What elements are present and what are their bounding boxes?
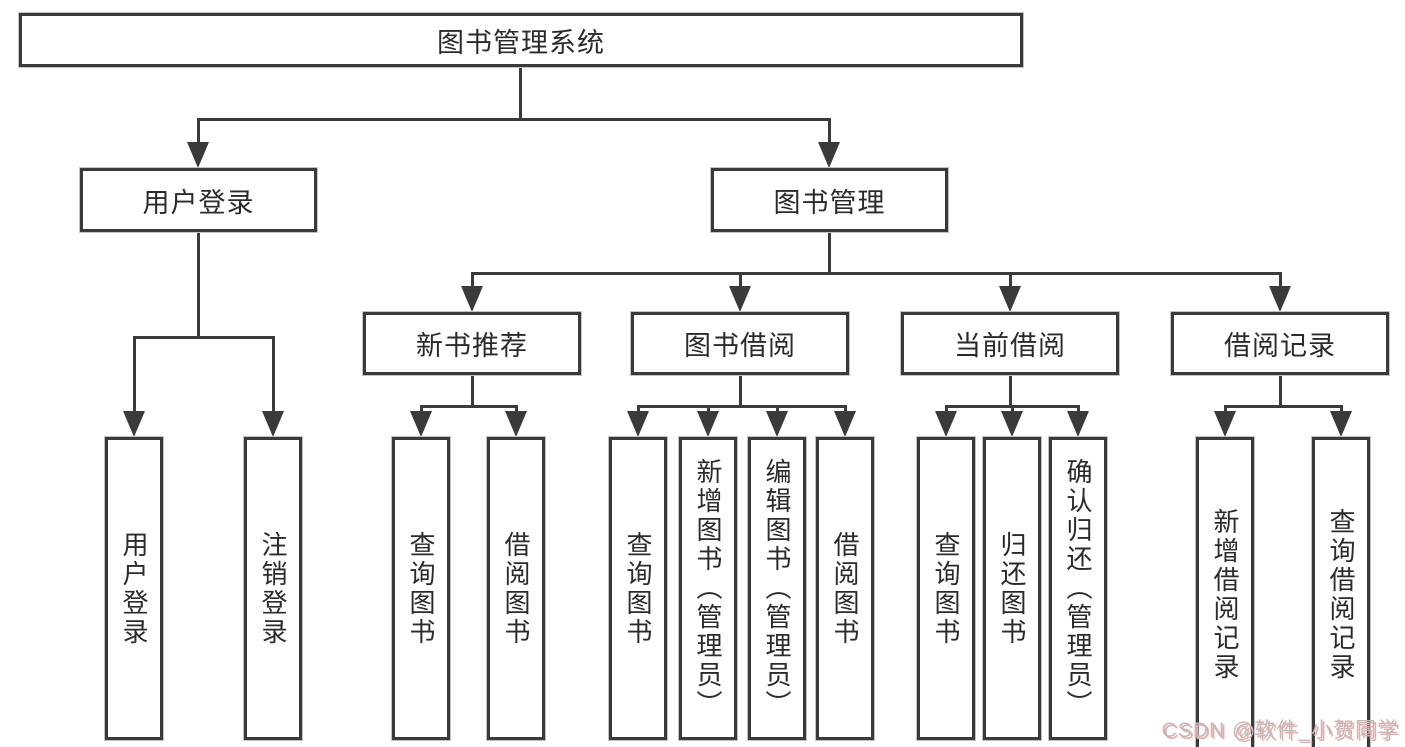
connector-book-borrow-rail xyxy=(637,405,847,408)
connector-level3-rail xyxy=(471,272,1282,275)
connector-borrow-records-drop xyxy=(1279,272,1282,292)
arrowhead-leaf xyxy=(766,411,788,437)
leaf-add-borrow-record: 新增借阅记录 xyxy=(1196,437,1254,747)
leaf-return-books: 归还图书 xyxy=(983,437,1041,740)
leaf-add-book-admin: 新增图书（管理员） xyxy=(679,437,737,740)
node-label: 查询图书 xyxy=(931,530,961,647)
connector-level2-rail xyxy=(197,118,831,121)
connector-user-login-stub xyxy=(197,232,200,339)
node-label: 查询图书 xyxy=(406,530,436,647)
node-label: 用户登录 xyxy=(142,187,255,218)
connector-book-mgmt-drop xyxy=(828,118,831,148)
node-label: 新增借阅记录 xyxy=(1210,507,1240,682)
node-label: 编辑图书（管理员） xyxy=(762,458,792,719)
node-label: 注销登录 xyxy=(258,530,288,647)
connector-current-borrow-drop xyxy=(1009,272,1012,292)
connector-leaf-logout-drop xyxy=(272,336,275,416)
connector-book-mgmt-stub xyxy=(828,232,831,275)
node-label: 图书管理 xyxy=(773,187,886,218)
arrowhead-leaf xyxy=(1001,411,1023,437)
connector-book-borrow-drop xyxy=(739,272,742,292)
arrowhead-leaf-user-login xyxy=(123,411,145,437)
leaf-query-books-3: 查询图书 xyxy=(917,437,975,740)
connector-current-borrow-stub xyxy=(1009,375,1012,408)
connector-borrow-records-stub xyxy=(1279,375,1282,408)
connector-new-book-stub xyxy=(471,375,474,408)
connector-new-book-rail xyxy=(420,405,517,408)
arrowhead-borrow-records xyxy=(1269,286,1291,312)
node-label: 新增图书（管理员） xyxy=(693,458,723,719)
connector-leaf-user-login-drop xyxy=(133,336,136,416)
connector-book-borrow-stub xyxy=(739,375,742,408)
node-current-borrowing: 当前借阅 xyxy=(901,312,1119,375)
arrowhead-current-borrow xyxy=(999,286,1021,312)
node-label: 归还图书 xyxy=(997,530,1027,647)
node-label: 图书借阅 xyxy=(684,331,796,361)
leaf-query-books-1: 查询图书 xyxy=(392,437,450,740)
connector-new-book-drop xyxy=(471,272,474,292)
arrowhead-user-login xyxy=(187,142,209,168)
connector-user-login-drop xyxy=(197,118,200,148)
leaf-confirm-return-admin: 确认归还（管理员） xyxy=(1049,437,1107,740)
node-book-borrowing: 图书借阅 xyxy=(631,312,849,375)
node-label: 用户登录 xyxy=(119,530,149,647)
arrowhead-leaf-logout xyxy=(262,411,284,437)
node-label: 借阅图书 xyxy=(501,530,531,647)
arrowhead-leaf xyxy=(1214,411,1236,437)
leaf-user-login: 用户登录 xyxy=(105,437,163,740)
node-user-login: 用户登录 xyxy=(80,168,317,232)
connector-user-login-rail xyxy=(133,336,275,339)
node-book-management: 图书管理 xyxy=(711,168,948,232)
node-borrowing-records: 借阅记录 xyxy=(1171,312,1389,375)
node-label: 查询图书 xyxy=(623,530,653,647)
node-label: 借阅图书 xyxy=(830,530,860,647)
arrowhead-leaf xyxy=(627,411,649,437)
node-label: 借阅记录 xyxy=(1224,331,1336,361)
arrowhead-book-mgmt xyxy=(818,142,840,168)
leaf-query-books-2: 查询图书 xyxy=(609,437,667,740)
node-label: 查询借阅记录 xyxy=(1326,507,1356,682)
connector-borrow-records-rail xyxy=(1224,405,1343,408)
node-label: 确认归还（管理员） xyxy=(1063,458,1093,719)
leaf-logout: 注销登录 xyxy=(244,437,302,740)
node-new-book-recommend: 新书推荐 xyxy=(363,312,581,375)
leaf-query-borrow-record: 查询借阅记录 xyxy=(1312,437,1370,747)
arrowhead-leaf xyxy=(1330,411,1352,437)
arrowhead-new-book xyxy=(461,286,483,312)
csdn-watermark: CSDN @软件_小贺同学 xyxy=(1161,719,1399,742)
arrowhead-leaf xyxy=(1067,411,1089,437)
leaf-edit-book-admin: 编辑图书（管理员） xyxy=(748,437,806,740)
node-label: 新书推荐 xyxy=(416,331,528,361)
arrowhead-leaf xyxy=(505,411,527,437)
leaf-borrow-books-2: 借阅图书 xyxy=(816,437,874,740)
leaf-borrow-books-1: 借阅图书 xyxy=(487,437,545,740)
arrowhead-book-borrow xyxy=(729,286,751,312)
arrowhead-leaf xyxy=(834,411,856,437)
arrowhead-leaf xyxy=(410,411,432,437)
arrowhead-leaf xyxy=(935,411,957,437)
node-label: 当前借阅 xyxy=(954,331,1066,361)
connector-root-stub xyxy=(519,67,522,121)
node-label: 图书管理系统 xyxy=(437,27,605,58)
arrowhead-leaf xyxy=(697,411,719,437)
node-root: 图书管理系统 xyxy=(19,13,1023,67)
